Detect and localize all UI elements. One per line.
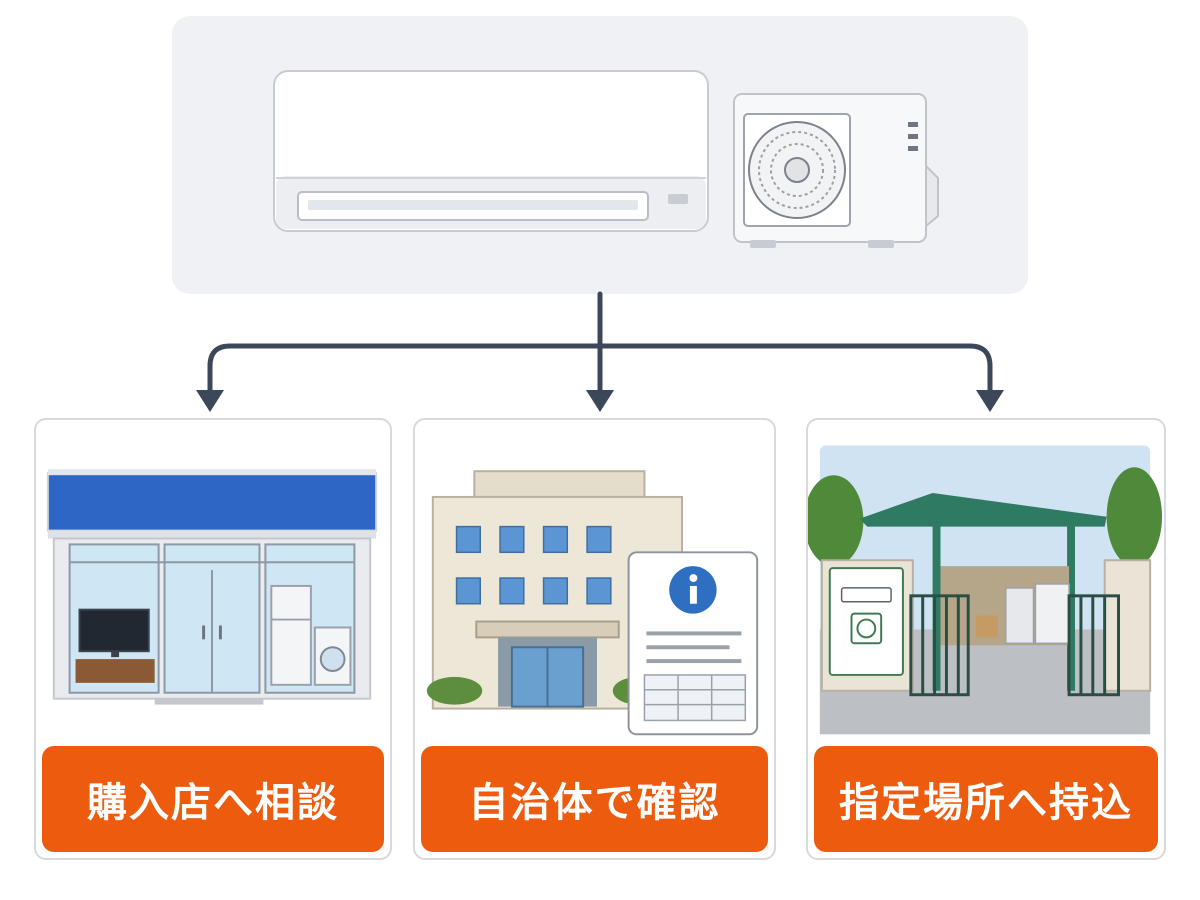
option-card-store: 購入店へ相談 [34,418,392,860]
arrow-down-icon [976,390,1004,412]
air-conditioner-indoor-unit-icon [273,70,709,232]
option-label-store: 購入店へ相談 [42,746,384,852]
horizontal-connector-line [207,343,993,401]
option-label-municipality: 自治体で確認 [421,746,768,852]
arrow-down-icon [586,390,614,412]
electronics-store-icon [46,469,378,705]
option-label-collection-site: 指定場所へ持込 [814,746,1158,852]
air-conditioner-illustration [273,70,939,248]
municipal-office-info-icon [426,470,759,736]
air-conditioner-outdoor-unit-icon [733,93,939,248]
designated-collection-site-icon [808,445,1163,735]
option-card-municipality: 自治体で確認 [413,418,776,860]
option-card-collection-site: 指定場所へ持込 [806,418,1166,860]
source-panel [172,16,1028,294]
arrow-down-icon [196,390,224,412]
